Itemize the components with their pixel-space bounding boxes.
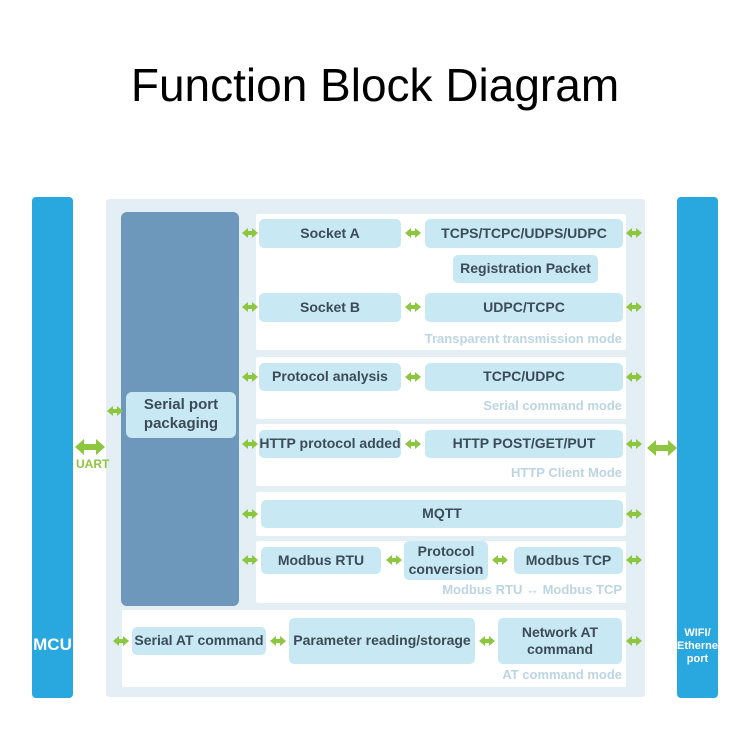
box-serial-port-packaging: Serial port packaging (126, 392, 236, 438)
double-arrow-icon (113, 636, 129, 646)
uart-label: UART (76, 457, 110, 471)
double-arrow-icon (492, 555, 508, 565)
double-arrow-icon (405, 372, 421, 382)
double-arrow-icon (75, 439, 105, 455)
double-arrow-icon (242, 509, 258, 519)
double-arrow-icon (626, 302, 642, 312)
double-arrow-icon (242, 228, 258, 238)
box-registration-packet: Registration Packet (453, 255, 598, 283)
double-arrow-icon (479, 636, 495, 646)
double-arrow-icon (405, 228, 421, 238)
double-arrow-icon (647, 440, 677, 456)
double-arrow-icon (107, 406, 123, 416)
box-protocol-conversion: Protocol conversion (404, 541, 488, 580)
box-udpc-tcpc: UDPC/TCPC (425, 293, 623, 322)
double-arrow-icon (242, 302, 258, 312)
box-network-at-command: Network AT command (498, 618, 622, 664)
double-arrow-icon (270, 636, 286, 646)
double-arrow-icon (242, 439, 258, 449)
box-mqtt: MQTT (261, 500, 623, 528)
box-tcpc-udpc: TCPC/UDPC (425, 363, 623, 391)
mode-label-at-command: AT command mode (502, 667, 622, 682)
double-arrow-icon (405, 302, 421, 312)
double-arrow-icon (386, 555, 402, 565)
mcu-label: MCU (33, 635, 72, 654)
box-serial-at-command: Serial AT command (132, 627, 266, 655)
box-protocol-analysis: Protocol analysis (259, 363, 401, 391)
box-tcps-tcpc-udps-udpc: TCPS/TCPC/UDPS/UDPC (425, 219, 623, 248)
box-socket-a: Socket A (259, 219, 401, 248)
box-modbus-tcp: Modbus TCP (514, 547, 623, 574)
double-arrow-icon (626, 636, 642, 646)
box-socket-b: Socket B (259, 293, 401, 322)
double-arrow-icon (242, 555, 258, 565)
box-http-protocol-added: HTTP protocol added (259, 430, 401, 458)
double-arrow-icon (405, 439, 421, 449)
box-http-post-get-put: HTTP POST/GET/PUT (425, 430, 623, 458)
double-arrow-icon (626, 372, 642, 382)
double-arrow-icon (626, 439, 642, 449)
double-arrow-icon (626, 228, 642, 238)
page-title: Function Block Diagram (130, 59, 620, 111)
mcu-bar: MCU (32, 197, 73, 698)
mode-label-http-client: HTTP Client Mode (511, 465, 622, 480)
double-arrow-icon (626, 555, 642, 565)
wifi-ethernet-bar: WIFI/ Ethernet port (677, 197, 722, 698)
box-parameter-reading-storage: Parameter reading/storage (289, 618, 475, 664)
mode-label-serial-command: Serial command mode (483, 398, 622, 413)
double-arrow-icon (626, 509, 642, 519)
box-modbus-rtu: Modbus RTU (261, 547, 381, 574)
mode-label-modbus: Modbus RTU ↔ Modbus TCP (442, 582, 622, 597)
mode-label-transparent: Transparent transmission mode (424, 331, 622, 346)
double-arrow-icon (242, 372, 258, 382)
wifi-ethernet-label: WIFI/ Ethernet port (677, 627, 722, 665)
